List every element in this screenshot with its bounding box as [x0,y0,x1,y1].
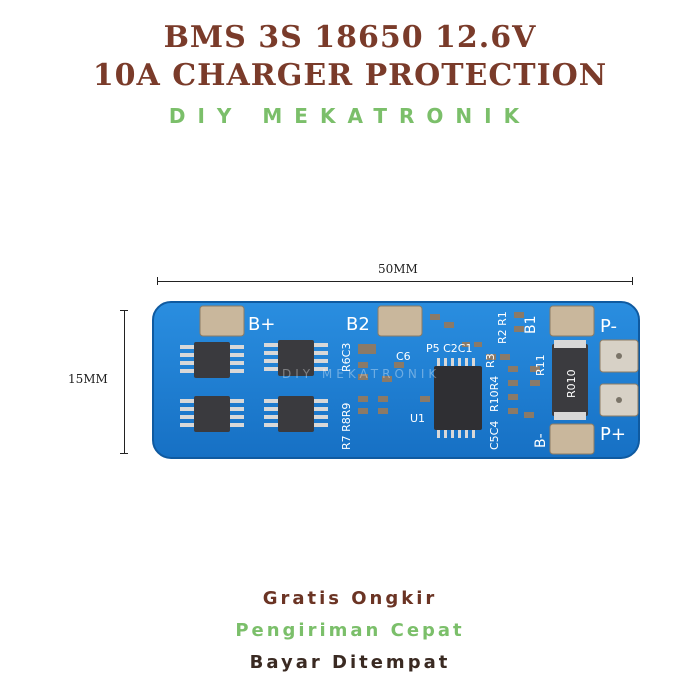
width-dimension-tick-left [157,277,158,285]
fast-delivery-text: Pengiriman Cepat [235,620,465,641]
current-sense-resistor: R010 [552,340,588,420]
product-title-line-1: BMS 3S 18650 12.6V [163,20,537,55]
label-b2: B2 [346,314,370,335]
silk-u1: U1 [410,412,425,425]
height-dimension-label: 15MM [68,372,108,386]
width-dimension-tick-right [632,277,633,285]
pad-b1 [549,305,595,337]
silk-r11: R11 [534,354,547,376]
mosfet-chip-3 [264,340,328,376]
silk-c5c4: C5C4 [488,421,501,450]
height-dimension-line [124,310,125,454]
product-title-line-2: 10A CHARGER PROTECTION [92,58,608,93]
silk-r2r1: R2 R1 [496,311,509,344]
width-dimension-line [157,281,633,282]
label-b-plus: B+ [248,314,275,335]
pad-b-minus [549,423,595,455]
silk-c6: C6 [396,350,411,363]
silk-p5c2c1: P5 C2C1 [426,342,473,355]
silk-r3: R3 [484,353,497,368]
silk-r7r8r9: R7 R8R9 [340,403,353,450]
pad-b-plus [199,305,245,337]
controller-ic [434,358,482,438]
label-p-minus: P- [600,316,617,337]
smd-components [358,312,540,418]
bms-pcb-board: B+ B2 B1 B- P- P+ [152,301,640,459]
height-dimension-tick-top [120,310,128,311]
brand-name: DIY MEKATRONIK [168,104,532,128]
silk-r10r4: R10R4 [488,376,501,412]
board-watermark: DIY MEKATRONIK [282,367,440,381]
free-shipping-text: Gratis Ongkir [262,588,438,609]
silk-r6c3: R6C3 [340,343,353,372]
label-b-minus: B- [533,433,549,448]
label-p-plus: P+ [600,424,626,445]
pad-b2 [377,305,423,337]
mosfet-chip-1 [180,342,244,378]
width-dimension-label: 50MM [378,262,418,276]
mosfet-chip-4 [264,396,328,432]
mosfet-chip-2 [180,396,244,432]
label-b1: B1 [523,315,539,334]
resistor-marking: R010 [565,369,578,398]
cash-on-delivery-text: Bayar Ditempat [249,652,451,673]
height-dimension-tick-bottom [120,453,128,454]
